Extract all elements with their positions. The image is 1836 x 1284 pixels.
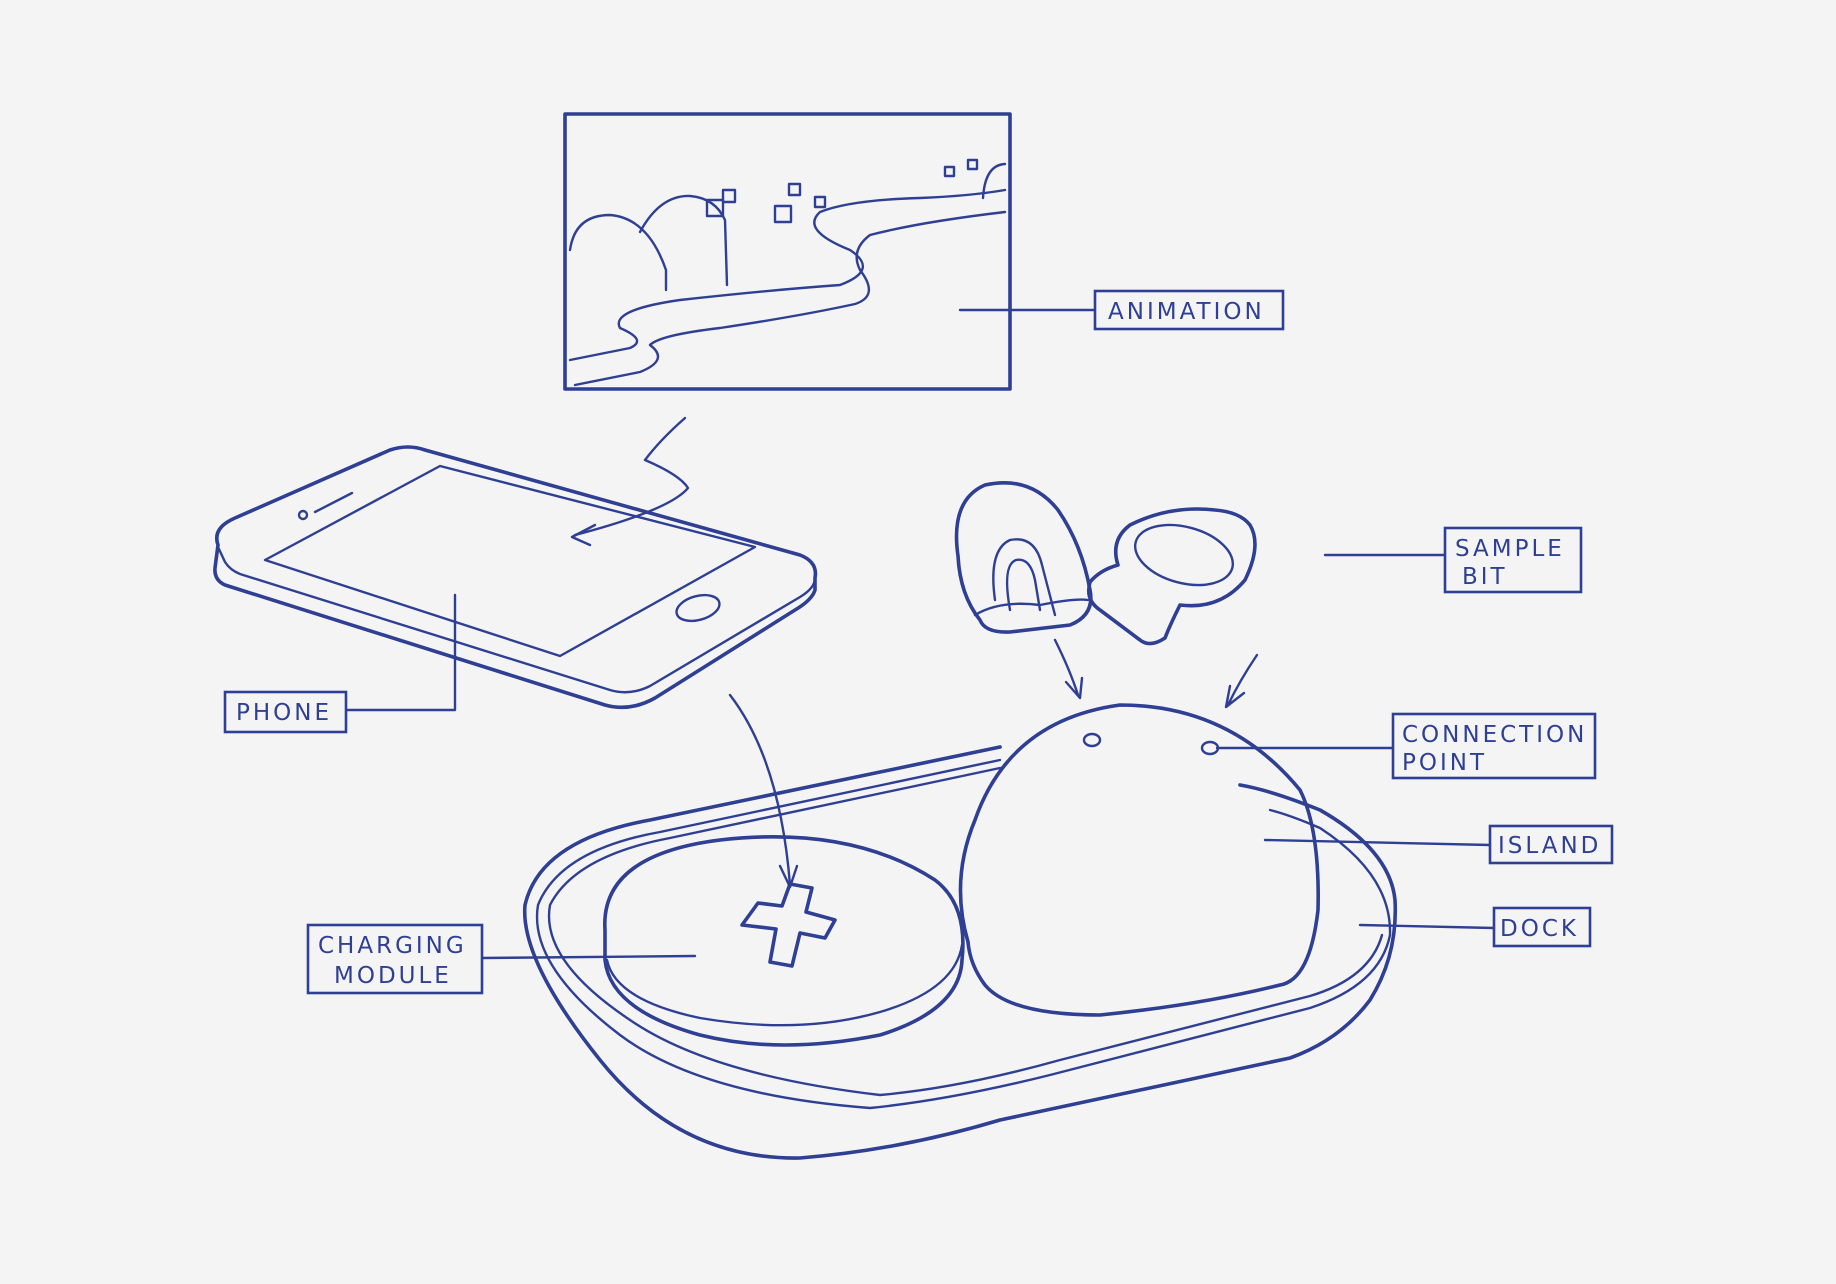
connection-point-1 xyxy=(1082,732,1102,748)
svg-text:BIT: BIT xyxy=(1462,564,1508,590)
dock-illustration xyxy=(522,745,1398,1160)
svg-text:DOCK: DOCK xyxy=(1500,916,1579,942)
connection-point-2 xyxy=(1200,740,1220,756)
label-phone: PHONE xyxy=(223,690,348,734)
label-sample-bit: SAMPLE BIT xyxy=(1443,526,1583,594)
island-illustration xyxy=(958,703,1320,1017)
label-animation: ANIMATION xyxy=(1093,289,1285,331)
svg-text:CONNECTION: CONNECTION xyxy=(1402,722,1587,748)
leader-lines xyxy=(343,308,1496,960)
svg-text:MODULE: MODULE xyxy=(334,963,452,989)
bit-u-arrow xyxy=(1053,638,1084,700)
sample-bit-mushroom-illustration xyxy=(1086,507,1257,646)
charging-module-illustration xyxy=(603,835,965,1047)
phone-illustration xyxy=(213,445,818,710)
label-dock: DOCK xyxy=(1492,906,1592,948)
svg-text:ISLAND: ISLAND xyxy=(1498,833,1601,859)
sample-bit-u-illustration xyxy=(954,481,1093,634)
svg-text:SAMPLE: SAMPLE xyxy=(1455,536,1565,562)
svg-text:POINT: POINT xyxy=(1402,750,1487,776)
svg-text:ANIMATION: ANIMATION xyxy=(1108,299,1265,325)
svg-text:PHONE: PHONE xyxy=(236,700,332,726)
label-charging-module: CHARGING MODULE xyxy=(306,923,484,995)
animation-frame xyxy=(563,112,1012,391)
svg-text:CHARGING: CHARGING xyxy=(318,933,467,959)
label-island: ISLAND xyxy=(1488,824,1614,865)
bit-mushroom-arrow xyxy=(1224,653,1259,709)
label-connection-point: CONNECTION POINT xyxy=(1391,712,1597,780)
